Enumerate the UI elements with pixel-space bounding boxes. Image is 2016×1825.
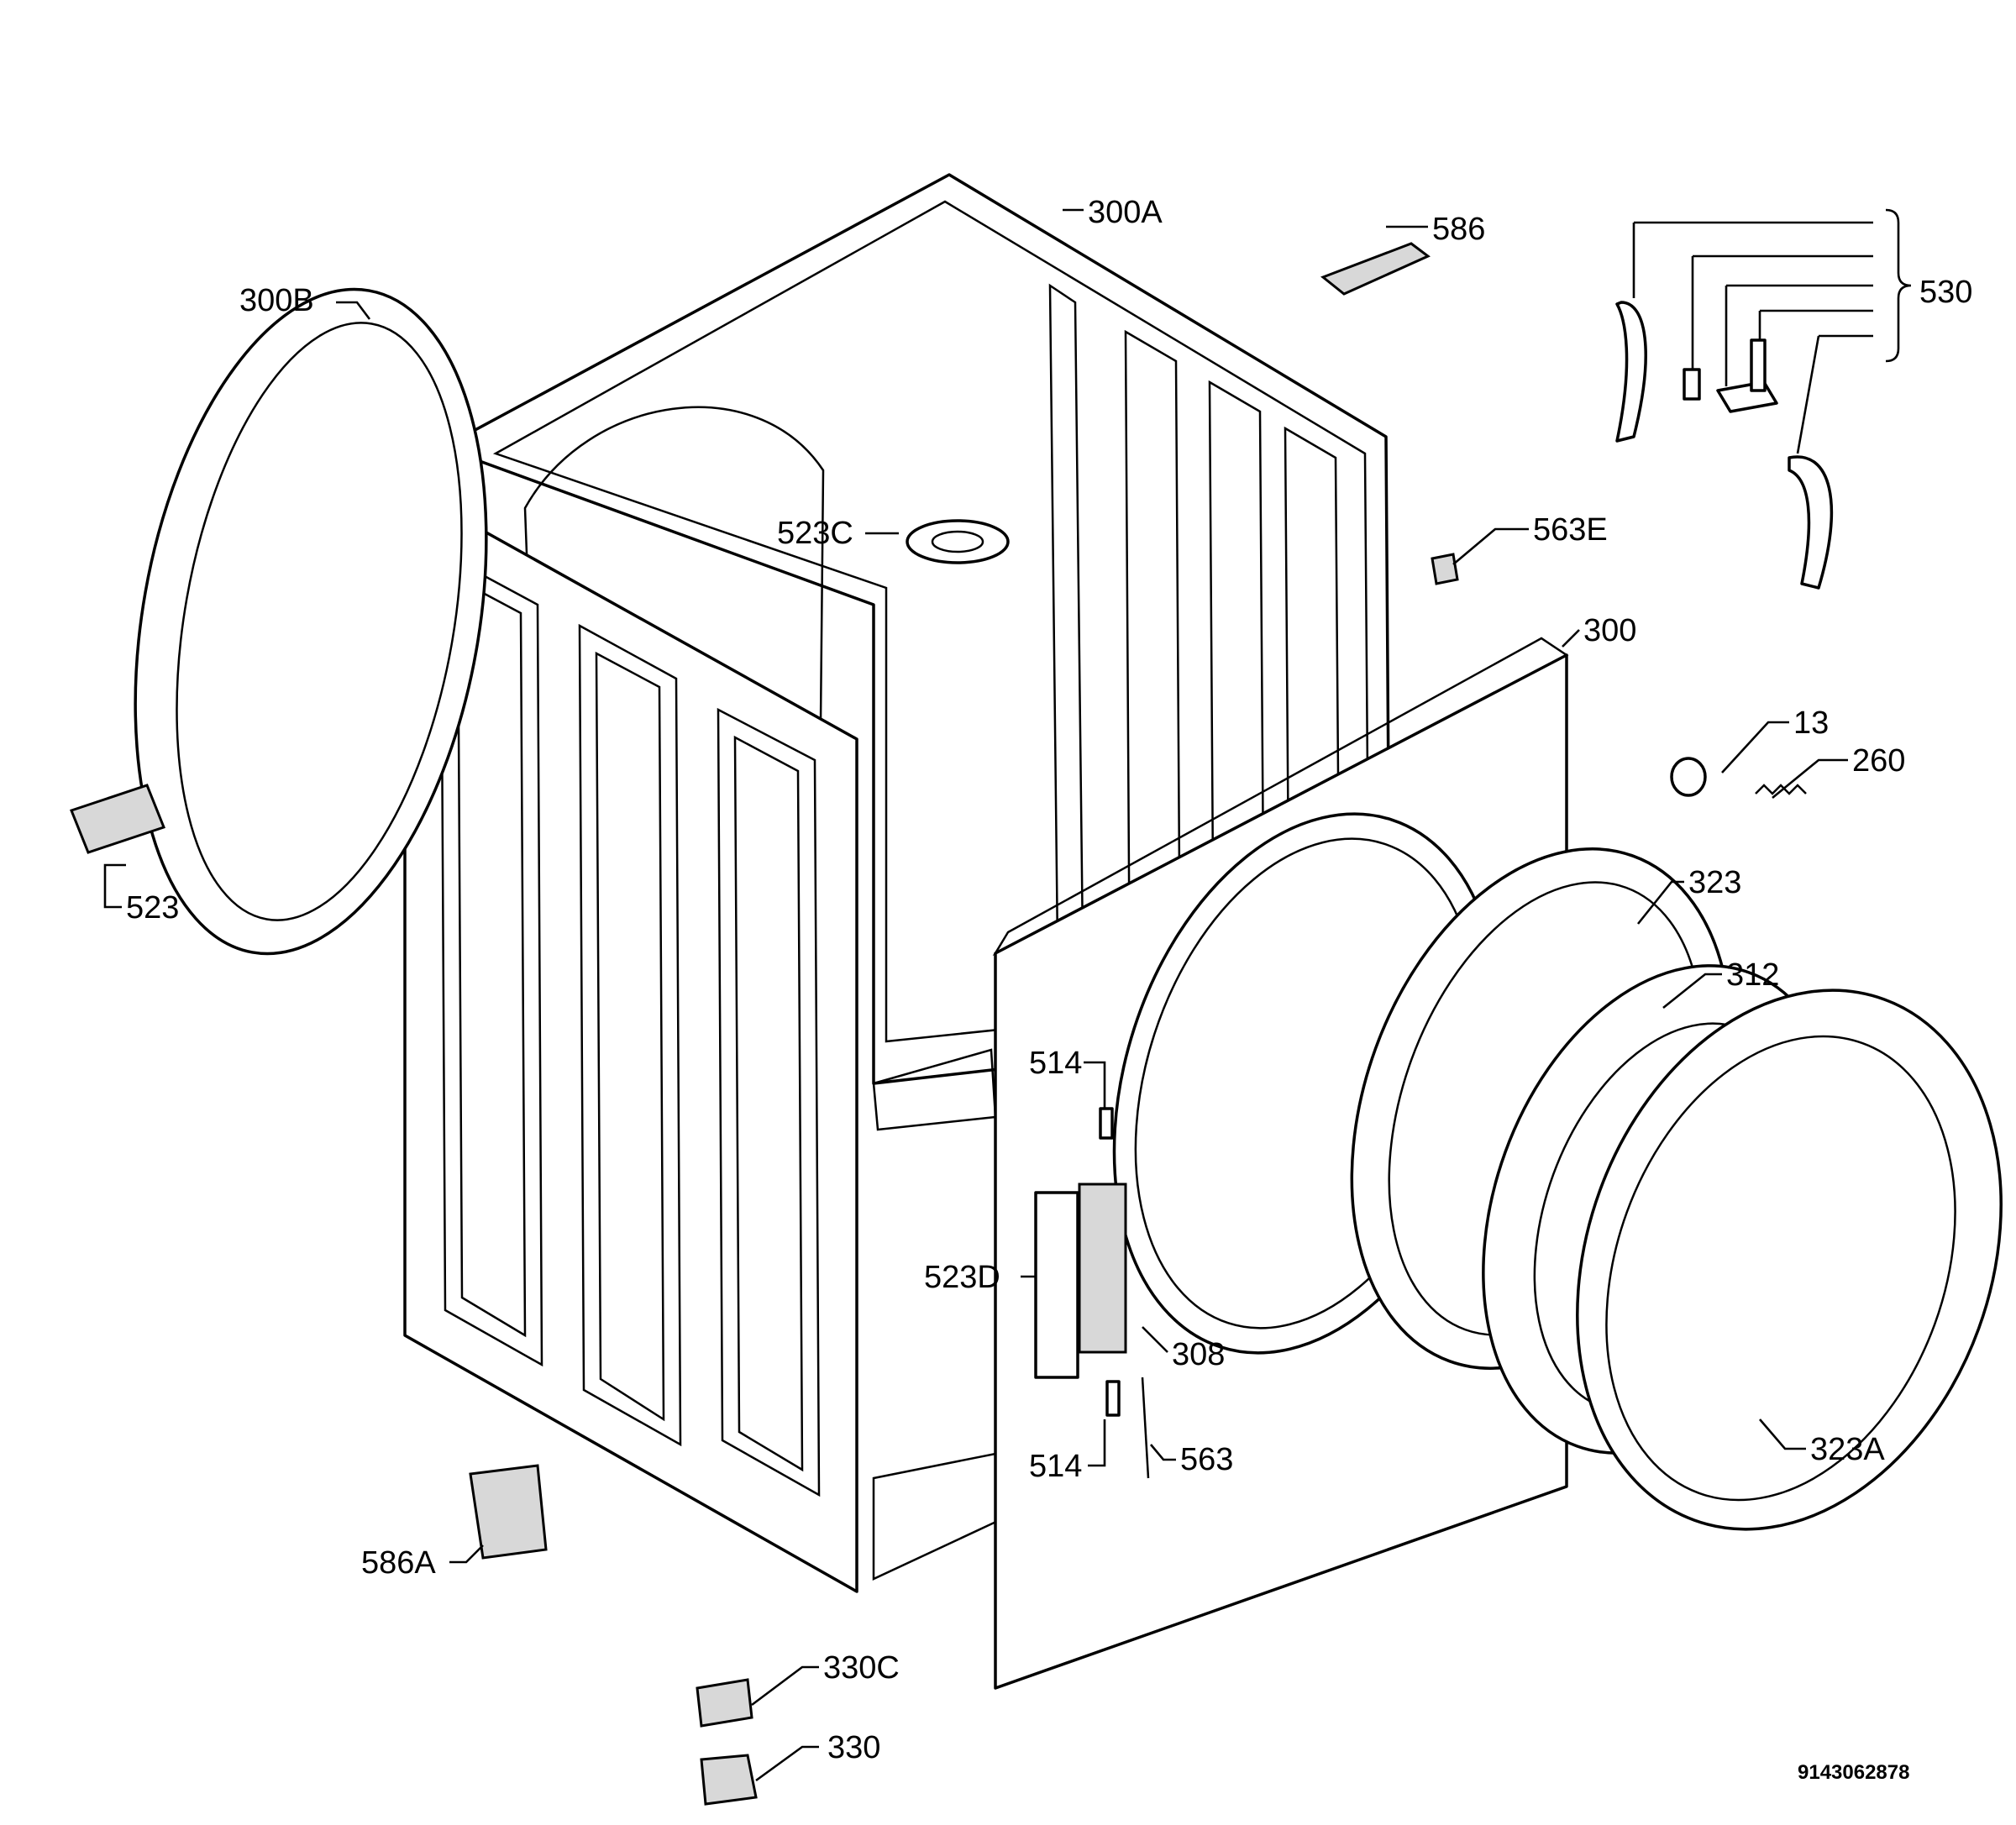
- pin-563: [1141, 1377, 1150, 1479]
- part-13: [1670, 757, 1707, 797]
- callout-563: 563: [1180, 1442, 1233, 1477]
- part-586A: [469, 1464, 548, 1560]
- part-523: [70, 784, 165, 854]
- callout-330: 330: [827, 1730, 880, 1765]
- part-523C: [906, 519, 1010, 564]
- callout-260: 260: [1852, 743, 1905, 779]
- callout-323A: 323A: [1810, 1432, 1885, 1467]
- callout-523: 523: [126, 890, 179, 926]
- callout-586A: 586A: [361, 1545, 436, 1581]
- callout-514-top: 514: [1029, 1046, 1082, 1081]
- screw-514-top: [1099, 1107, 1114, 1140]
- part-586: [1320, 242, 1431, 296]
- screw-514-bottom: [1105, 1380, 1121, 1417]
- callout-312: 312: [1726, 957, 1779, 993]
- spring-260: [1755, 784, 1807, 795]
- callout-323: 323: [1688, 865, 1741, 900]
- callout-563E: 563E: [1533, 512, 1608, 548]
- callout-300: 300: [1583, 613, 1636, 648]
- door-ring-323A: [1576, 989, 2003, 1531]
- document-number: 9143062878: [1798, 1761, 1909, 1784]
- callout-330C: 330C: [823, 1650, 900, 1686]
- hinge-523D: [1034, 1191, 1079, 1379]
- gasket-300B: [134, 287, 488, 956]
- callout-labels: 300A 586 530 300B 523C 563E 300 13 260 5…: [126, 195, 1972, 1784]
- leader-lines: [103, 208, 1912, 1782]
- left-side-panel: [403, 485, 858, 1593]
- hinge-kit-530: [1615, 301, 1834, 590]
- foot-330C: [696, 1678, 753, 1728]
- part-308: [1078, 1183, 1127, 1354]
- callout-308: 308: [1172, 1337, 1225, 1372]
- part-563E: [1431, 553, 1459, 585]
- callout-300B: 300B: [239, 283, 314, 318]
- callout-523D: 523D: [924, 1260, 1000, 1295]
- callout-13: 13: [1793, 705, 1829, 741]
- callout-514-bottom: 514: [1029, 1449, 1082, 1484]
- callout-300A: 300A: [1088, 195, 1163, 230]
- foot-330: [700, 1754, 758, 1806]
- callout-530: 530: [1919, 275, 1972, 310]
- callout-523C: 523C: [777, 516, 853, 551]
- callout-586: 586: [1432, 212, 1485, 247]
